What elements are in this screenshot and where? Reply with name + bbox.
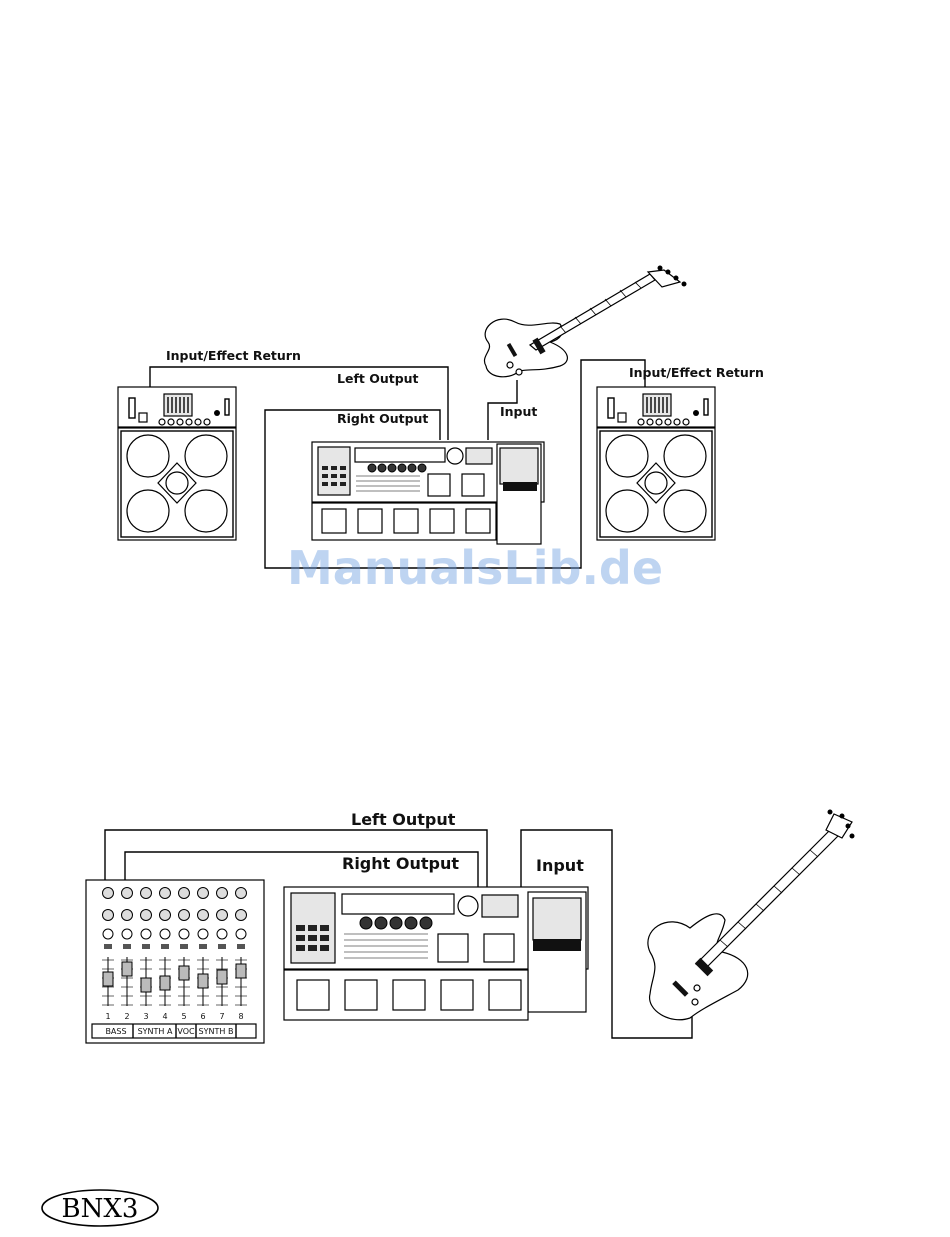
- mixer-fader-cap: [103, 972, 113, 986]
- label-input-effect-return-right: Input/Effect Return: [629, 365, 764, 380]
- bass-guitar-bottom: [648, 810, 855, 1020]
- bnx3-pedalboard-bottom: [284, 887, 588, 1020]
- mixer-body: [86, 880, 264, 1043]
- mixer-fader-cap: [179, 966, 189, 980]
- mixer-label-bass: BASS: [105, 1027, 126, 1036]
- mixer-button: [237, 944, 245, 949]
- mixer-knob: [179, 910, 190, 921]
- mixer-knob: [103, 910, 114, 921]
- mixer-knob: [179, 888, 190, 899]
- label-input-top: Input: [500, 404, 537, 419]
- mixer-fader-cap: [236, 964, 246, 978]
- mixer-fader-cap: [122, 962, 132, 976]
- mixer-knob: [236, 888, 247, 899]
- mixer-knob: [217, 888, 228, 899]
- mixer-button: [218, 944, 226, 949]
- mixer: 1 2 3 4 5 6 7 8 BASS SYNTH A VOC SYNTH B: [86, 880, 264, 1043]
- label-right-output-bottom: Right Output: [342, 854, 459, 873]
- mixer-knob: [141, 888, 152, 899]
- mixer-channel-number: 2: [124, 1012, 129, 1021]
- mixer-knob: [141, 910, 152, 921]
- mixer-fader-cap: [217, 970, 227, 984]
- mixer-channel-number: 1: [105, 1012, 110, 1021]
- mixer-fader-cap: [141, 978, 151, 992]
- right-amp: [597, 387, 715, 540]
- mixer-button: [142, 944, 150, 949]
- mixer-knob: [160, 929, 170, 939]
- mixer-label-synth-a: SYNTH A: [138, 1027, 173, 1036]
- mixer-knob: [198, 910, 209, 921]
- mixer-channel-number: 4: [162, 1012, 167, 1021]
- mixer-knob: [179, 929, 189, 939]
- mixer-button: [123, 944, 131, 949]
- left-amp: [118, 387, 236, 540]
- mixer-button: [161, 944, 169, 949]
- mixer-knob: [160, 888, 171, 899]
- mixer-knob: [122, 888, 133, 899]
- mixer-knob: [198, 929, 208, 939]
- bnx3-pedalboard-top: [312, 442, 544, 544]
- mixer-knob: [122, 929, 132, 939]
- mixer-knob: [217, 910, 228, 921]
- label-left-output-bottom: Left Output: [351, 810, 456, 829]
- mixer-knob: [217, 929, 227, 939]
- mixer-knob: [160, 910, 171, 921]
- top-diagram: Input/Effect Return Left Output Right Ou…: [118, 266, 764, 569]
- mixer-channel-number: 7: [219, 1012, 224, 1021]
- bnx3-logo: BNX3: [42, 1190, 158, 1226]
- label-right-output-top: Right Output: [337, 411, 428, 426]
- mixer-button: [199, 944, 207, 949]
- mixer-fader-cap: [198, 974, 208, 988]
- mixer-channel-number: 5: [181, 1012, 186, 1021]
- label-input-effect-return-left: Input/Effect Return: [166, 348, 301, 363]
- mixer-knob: [236, 929, 246, 939]
- mixer-knob: [236, 910, 247, 921]
- mixer-label-voc: VOC: [177, 1027, 195, 1036]
- mixer-channel-number: 8: [238, 1012, 243, 1021]
- mixer-channel-number: 6: [200, 1012, 205, 1021]
- mixer-knob: [103, 929, 113, 939]
- mixer-fader-cap: [160, 976, 170, 990]
- watermark: ManualsLib.de: [287, 541, 663, 595]
- bottom-diagram: 1 2 3 4 5 6 7 8 BASS SYNTH A VOC SYNTH B: [86, 810, 855, 1044]
- bnx3-logo-text: BNX3: [62, 1194, 139, 1224]
- mixer-button: [104, 944, 112, 949]
- mixer-knob: [198, 888, 209, 899]
- label-input-bottom: Input: [536, 856, 584, 875]
- mixer-knob: [103, 888, 114, 899]
- mixer-knob: [141, 929, 151, 939]
- mixer-knob: [122, 910, 133, 921]
- label-left-output-top: Left Output: [337, 371, 419, 386]
- mixer-label-synth-b: SYNTH B: [199, 1027, 234, 1036]
- mixer-channel-number: 3: [143, 1012, 148, 1021]
- mixer-button: [180, 944, 188, 949]
